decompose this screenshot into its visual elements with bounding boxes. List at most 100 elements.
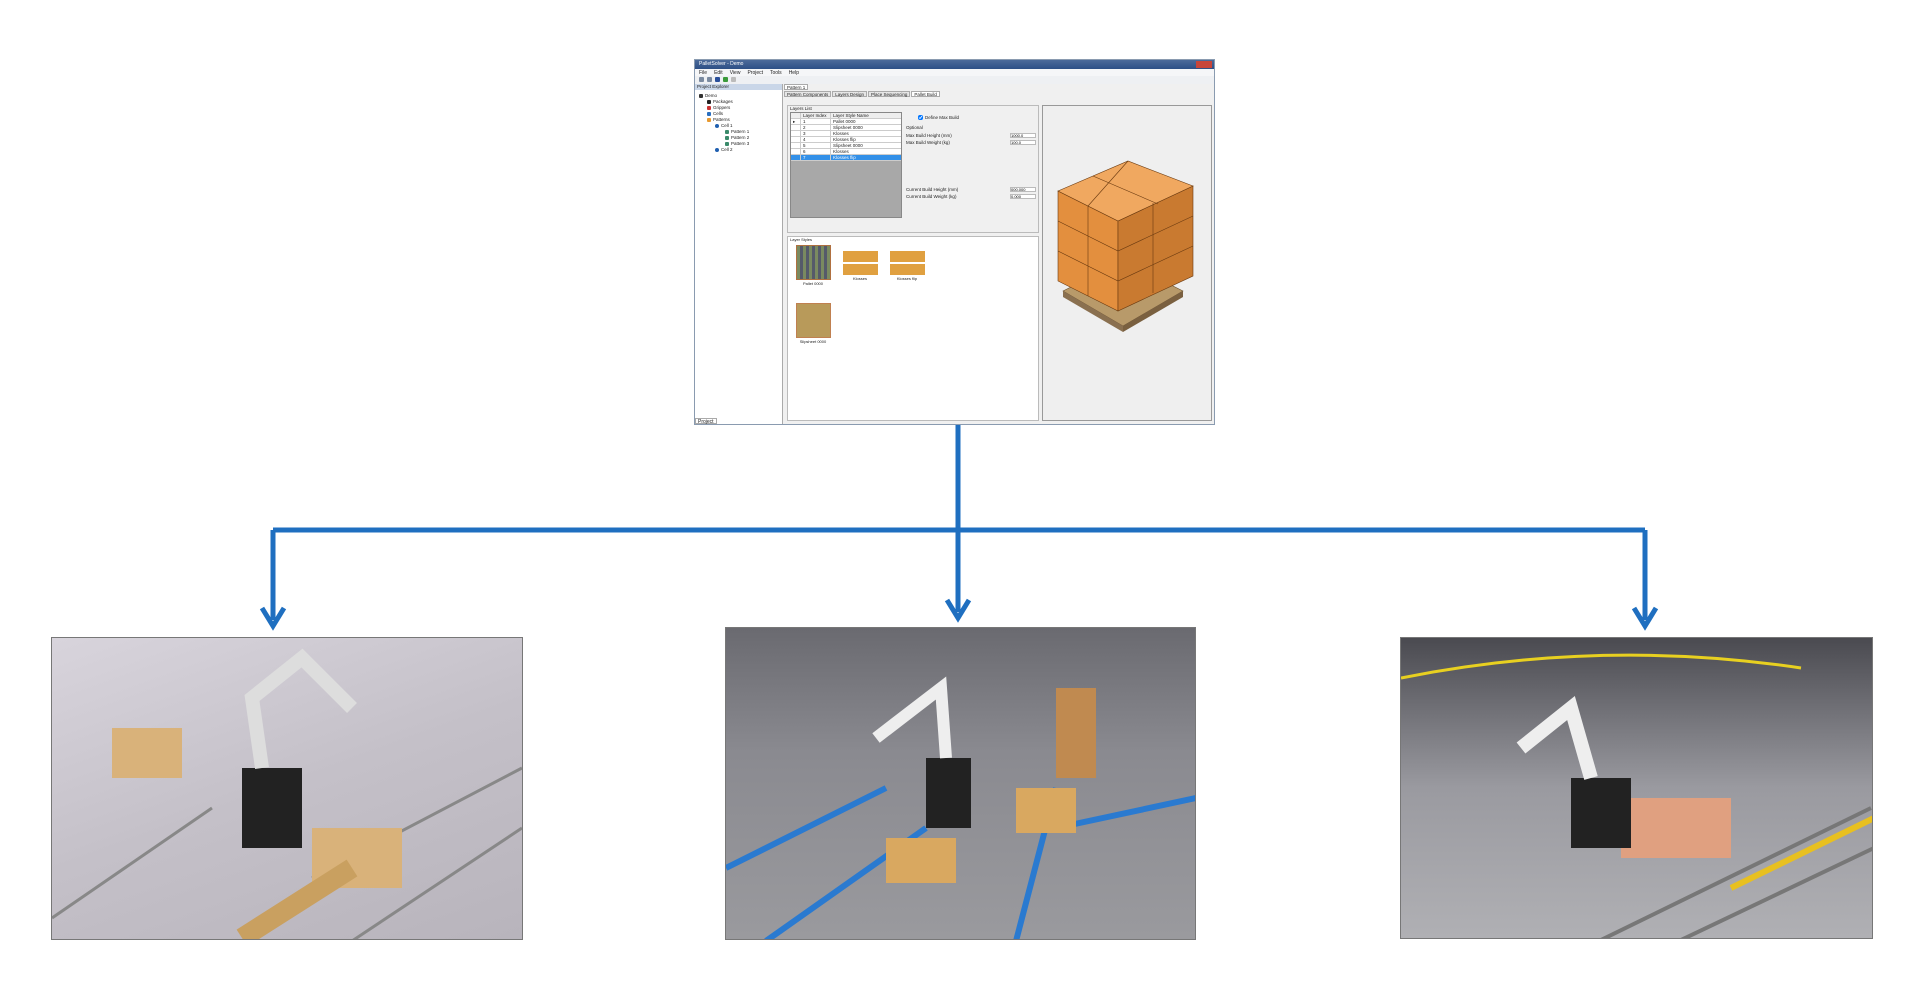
pattern-icon: [725, 135, 729, 140]
column-header[interactable]: Layer Style Name: [833, 113, 869, 118]
current-weight-field: [1010, 194, 1036, 199]
layer-style-cell[interactable]: Klosses: [833, 149, 849, 154]
menu-file[interactable]: File: [699, 70, 708, 76]
robot-cell-photo-1: [51, 637, 523, 940]
layer-styles-panel: Layer Styles Pallet 0000 Klosses Klosses…: [787, 236, 1039, 421]
tree-item-pattern-3[interactable]: Pattern 3: [699, 141, 778, 147]
tree-item-cells[interactable]: Cells: [699, 111, 778, 117]
arrowhead-right: [1631, 606, 1659, 631]
doc-tab-pattern-1[interactable]: Pattern 1: [784, 84, 809, 90]
layer-style-cell[interactable]: Pallet 0000: [833, 119, 856, 124]
close-button[interactable]: [1196, 61, 1212, 68]
row-header[interactable]: [791, 131, 801, 136]
robot-cell-photo-3: [1400, 637, 1873, 939]
row-header[interactable]: [791, 149, 801, 154]
explorer-title: Project Explorer: [695, 84, 782, 90]
tab-place-sequencing[interactable]: Place Sequencing: [868, 91, 911, 97]
row-header[interactable]: [791, 137, 801, 142]
row-header[interactable]: [791, 155, 801, 160]
tree-item-cell-2[interactable]: Cell 2: [699, 147, 778, 153]
menu-project[interactable]: Project: [747, 70, 763, 76]
current-height-field: [1010, 187, 1036, 192]
tree-item-cell-1[interactable]: Cell 1: [699, 123, 778, 129]
tab-pattern-components[interactable]: Pattern Components: [784, 91, 832, 97]
pallet-3d-view[interactable]: [1042, 105, 1212, 421]
cell-icon: [715, 123, 719, 128]
tab-project[interactable]: Project: [695, 418, 717, 424]
style-thumb-pallet[interactable]: Pallet 0000: [793, 245, 833, 286]
layer-index-cell[interactable]: 3: [801, 131, 831, 136]
new-icon[interactable]: [699, 77, 704, 82]
cell-icon: [715, 147, 719, 152]
column-header[interactable]: Layer Index: [801, 113, 831, 118]
back-icon[interactable]: [723, 77, 728, 82]
define-max-label: Define Max Build: [925, 115, 960, 120]
pattern-icon: [725, 141, 729, 146]
define-max-build-checkbox[interactable]: [918, 115, 923, 120]
title-bar: PalletSolver - Demo: [695, 60, 1214, 69]
cell-icon: [707, 111, 711, 116]
layer-style-cell[interactable]: Slipsheet 0000: [833, 143, 863, 148]
folder-icon: [699, 93, 703, 98]
layer-index-cell[interactable]: 6: [801, 149, 831, 154]
menu-edit[interactable]: Edit: [714, 70, 723, 76]
tree-item-pattern-1[interactable]: Pattern 1: [699, 129, 778, 135]
tab-pallet-build[interactable]: Pallet Build: [911, 91, 940, 97]
tree-item-patterns[interactable]: Patterns: [699, 117, 778, 123]
style-thumb-klosses[interactable]: Klosses: [840, 251, 880, 281]
tree-item-demo[interactable]: Demo: [699, 93, 778, 99]
layer-index-cell[interactable]: 2: [801, 125, 831, 130]
arrowhead-left: [259, 606, 287, 631]
menu-bar: File Edit View Project Tools Help: [695, 69, 1214, 76]
save-icon[interactable]: [715, 77, 720, 82]
layer-index-cell[interactable]: 7: [801, 155, 831, 160]
menu-view[interactable]: View: [729, 70, 741, 76]
max-weight-input[interactable]: [1010, 140, 1036, 145]
toolbar: [695, 76, 1214, 84]
layer-styles-title: Layer Styles: [790, 237, 813, 242]
robot-cell-photo-2: [725, 627, 1196, 940]
style-thumb-klosses-flip[interactable]: Klosses flip: [887, 251, 927, 281]
open-icon[interactable]: [707, 77, 712, 82]
layer-style-cell[interactable]: Klosses flip: [833, 155, 856, 160]
current-weight-label: Current Build Weight (kg): [906, 194, 957, 199]
max-height-label: Max Build Height (mm): [906, 133, 952, 138]
layer-index-cell[interactable]: 1: [801, 119, 831, 124]
tab-layers-design[interactable]: Layers Design: [832, 91, 868, 97]
menu-tools[interactable]: Tools: [770, 70, 782, 76]
layer-style-cell[interactable]: Klosses flip: [833, 137, 856, 142]
optional-label: Optional: [906, 125, 923, 130]
max-weight-label: Max Build Weight (kg): [906, 140, 950, 145]
layer-index-cell[interactable]: 4: [801, 137, 831, 142]
row-header[interactable]: ▸: [791, 119, 801, 124]
row-header[interactable]: [791, 125, 801, 130]
tree-item-packages[interactable]: Packages: [699, 99, 778, 105]
layers-list-title: Layers List: [790, 106, 812, 111]
forward-icon[interactable]: [731, 77, 736, 82]
tree-item-grippers[interactable]: Grippers: [699, 105, 778, 111]
style-thumb-slipsheet[interactable]: Slipsheet 0000: [793, 303, 833, 344]
row-header[interactable]: [791, 143, 801, 148]
pattern-icon: [707, 117, 711, 122]
tree-item-pattern-2[interactable]: Pattern 2: [699, 135, 778, 141]
layer-style-cell[interactable]: Slipsheet 0000: [833, 125, 863, 130]
main-panel: Pattern 1 Pattern Components Layers Desi…: [784, 84, 1214, 424]
build-properties: Define Max Build Optional Max Build Heig…: [906, 105, 1036, 233]
layer-index-cell[interactable]: 5: [801, 143, 831, 148]
max-height-input[interactable]: [1010, 133, 1036, 138]
window-title: PalletSolver - Demo: [699, 61, 744, 67]
menu-help[interactable]: Help: [788, 70, 799, 76]
pattern-icon: [725, 129, 729, 134]
pallet-stack-render: [1057, 160, 1194, 332]
connector-lines: [270, 425, 1648, 620]
layer-style-cell[interactable]: Klosses: [833, 131, 849, 136]
